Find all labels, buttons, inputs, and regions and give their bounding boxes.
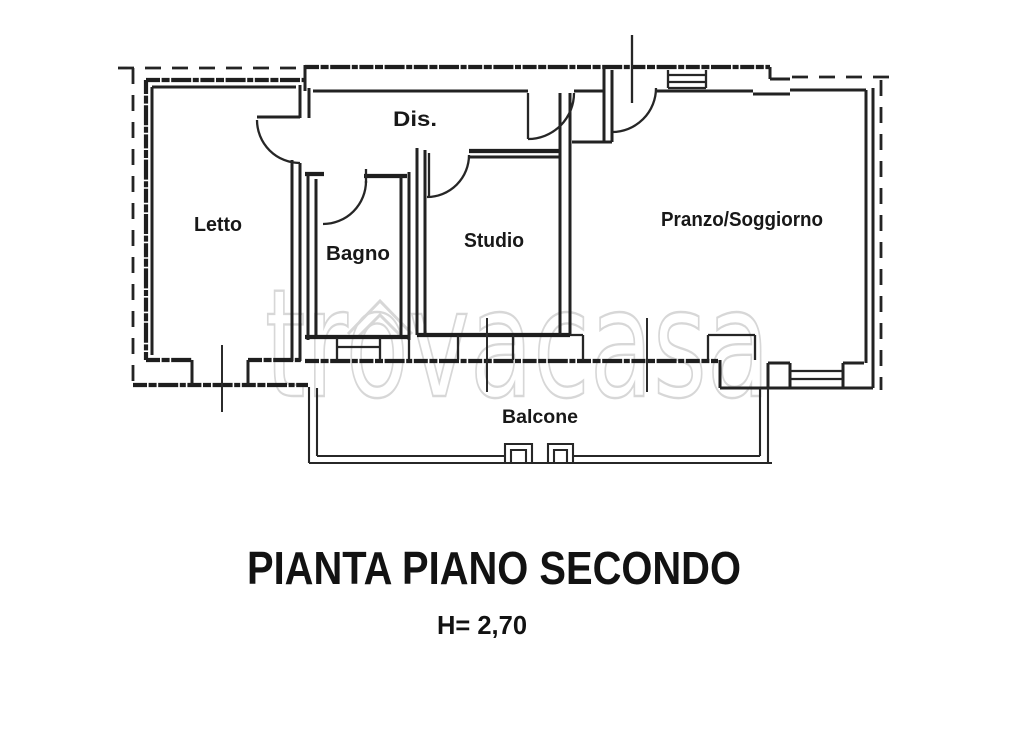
room-label-pranzo-soggiorno: Pranzo/Soggiorno (661, 209, 823, 231)
plan-height-note: H= 2,70 (437, 610, 527, 640)
bagno-door-arc (322, 180, 368, 226)
door-leaves (364, 35, 634, 197)
top-wall-band (303, 65, 866, 144)
studio-door-arc (426, 154, 471, 199)
exterior-walls (133, 64, 770, 388)
room-label-dis: Dis. (393, 108, 437, 131)
plan-title: PIANTA PIANO SECONDO (247, 542, 741, 594)
room-label-bagno: Bagno (326, 243, 390, 265)
room-labels: Letto Bagno Dis. Studio Pranzo/Soggiorno… (194, 108, 823, 428)
letto-walls (150, 85, 311, 385)
room-label-letto: Letto (194, 214, 242, 236)
balcony-posts (503, 442, 575, 463)
room-label-balcone: Balcone (502, 407, 578, 428)
caption: PIANTA PIANO SECONDO H= 2,70 (247, 542, 741, 640)
property-boundary-dashed (118, 66, 897, 390)
studio-walls (415, 93, 572, 335)
watermark: trovacasa (264, 257, 771, 433)
bagno-window-box (335, 338, 382, 360)
interior-walls (150, 65, 875, 390)
wall-details (221, 70, 843, 412)
south-wall-blocks (407, 333, 757, 360)
letto-door-arc (255, 119, 301, 165)
room-label-studio: Studio (464, 230, 524, 252)
watermark-text: trovacasa (265, 258, 770, 432)
bagno-walls (306, 172, 411, 340)
pranzo-walls (718, 88, 875, 390)
balcony-parapet (307, 387, 772, 465)
dis-door-arc (527, 92, 576, 141)
pranzo-window (790, 369, 843, 381)
entry-door-arc (611, 87, 658, 134)
entry-niche (666, 70, 708, 90)
doors (255, 35, 658, 226)
window-markers (221, 318, 648, 412)
